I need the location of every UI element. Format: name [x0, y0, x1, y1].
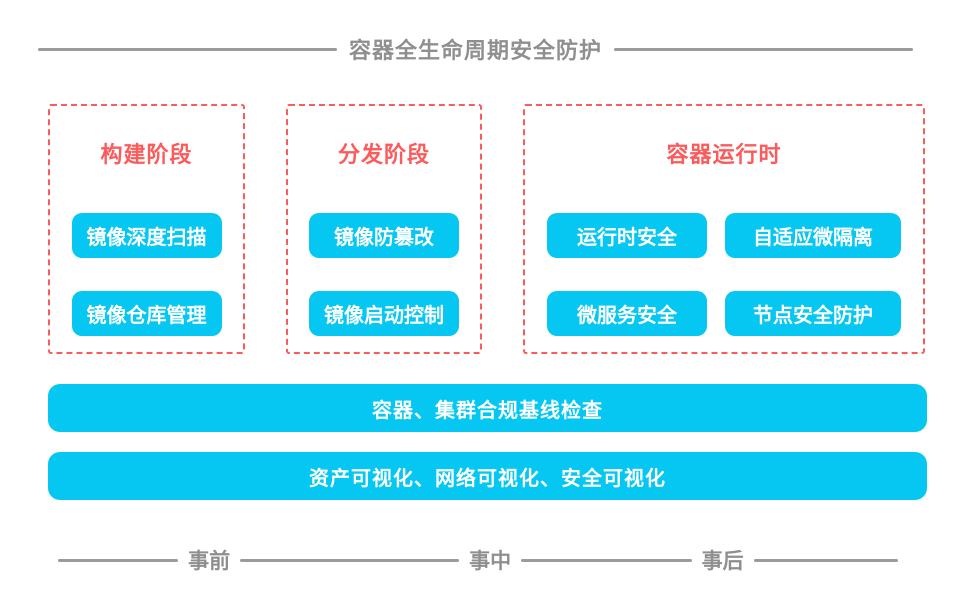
chip-image-startup-control: 镜像启动控制 — [309, 291, 459, 336]
timeline-label-after: 事后 — [701, 549, 744, 573]
chip-adaptive-microsegmentation: 自适应微隔离 — [725, 213, 901, 258]
phase-build-items: 镜像深度扫描 镜像仓库管理 — [71, 213, 222, 336]
chip-microservice-security: 微服务安全 — [547, 291, 707, 336]
phase-box-runtime: 容器运行时 运行时安全 自适应微隔离 微服务安全 节点安全防护 — [523, 104, 925, 354]
phase-title-build: 构建阶段 — [100, 143, 193, 168]
phase-distribution-items: 镜像防篡改 镜像启动控制 — [309, 213, 459, 336]
timeline-label-before: 事前 — [188, 549, 231, 573]
chip-image-anti-tampering: 镜像防篡改 — [309, 213, 459, 258]
chip-image-deep-scan: 镜像深度扫描 — [71, 213, 222, 258]
timeline-line-2 — [240, 558, 460, 562]
phase-runtime-items: 运行时安全 自适应微隔离 微服务安全 节点安全防护 — [547, 213, 901, 336]
chip-node-security-protection: 节点安全防护 — [725, 291, 901, 336]
phases-row: 构建阶段 镜像深度扫描 镜像仓库管理 分发阶段 镜像防篡改 镜像启动控制 容器运… — [48, 104, 925, 354]
bar-compliance-baseline-check: 容器、集群合规基线检查 — [48, 384, 927, 432]
bar-visibility: 资产可视化、网络可视化、安全可视化 — [48, 452, 927, 500]
title-left-line — [38, 47, 337, 51]
timeline-row: 事前 事中 事后 — [58, 545, 898, 575]
phase-title-distribution: 分发阶段 — [337, 143, 430, 168]
timeline-line-4 — [753, 558, 898, 562]
title-right-line — [614, 47, 914, 51]
timeline-line-1 — [58, 558, 179, 562]
chip-runtime-security: 运行时安全 — [547, 213, 707, 258]
diagram-title-row: 容器全生命周期安全防护 — [38, 33, 914, 65]
diagram-title: 容器全生命周期安全防护 — [349, 39, 603, 64]
phase-box-distribution: 分发阶段 镜像防篡改 镜像启动控制 — [286, 104, 482, 354]
phase-box-build: 构建阶段 镜像深度扫描 镜像仓库管理 — [48, 104, 245, 354]
chip-image-registry-management: 镜像仓库管理 — [71, 291, 222, 336]
phase-title-runtime: 容器运行时 — [666, 143, 782, 168]
timeline-line-3 — [521, 558, 692, 562]
timeline-label-during: 事中 — [469, 549, 512, 573]
